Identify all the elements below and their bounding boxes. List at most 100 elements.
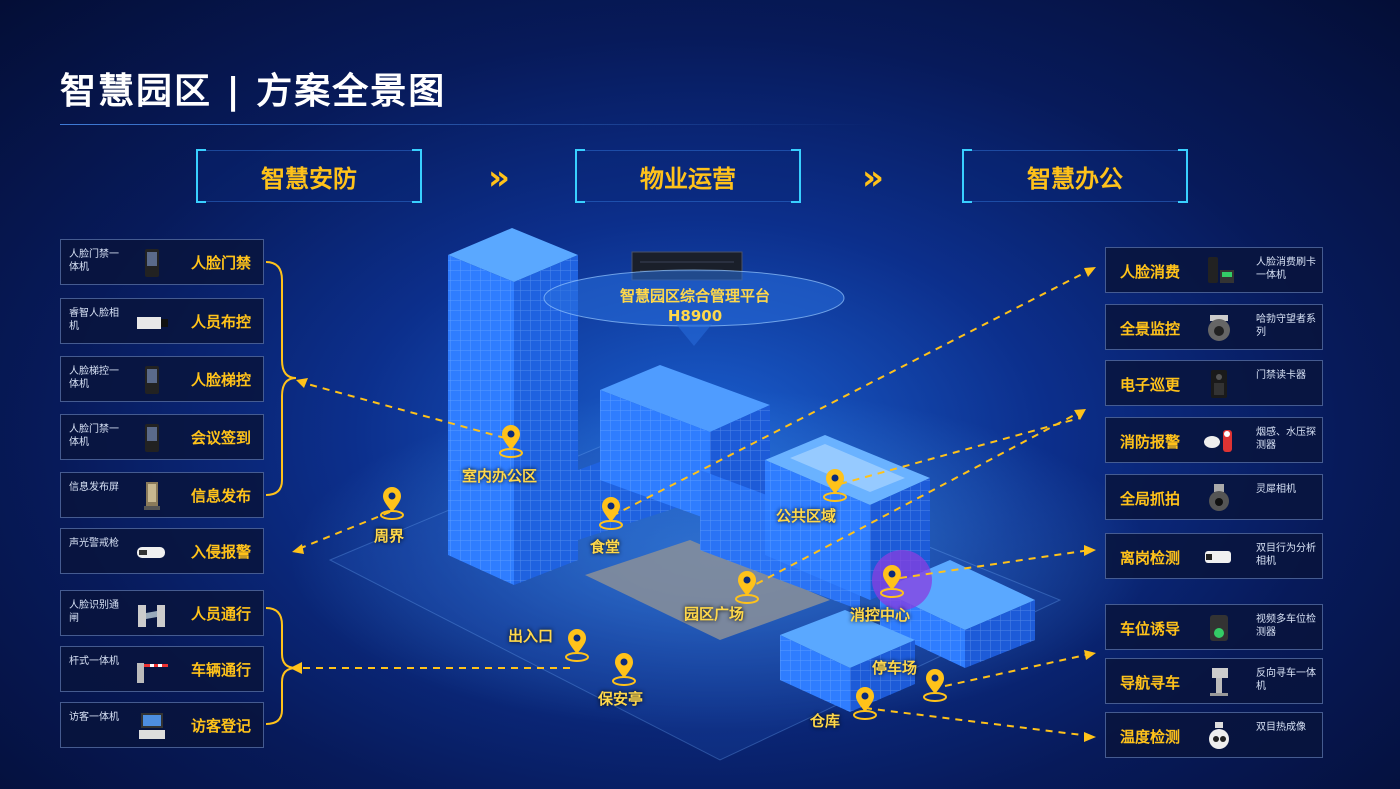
device-label: 访客一体机 (69, 712, 119, 723)
location-pin-icon[interactable] (850, 686, 880, 720)
device-label: 人脸门禁一体机 (69, 424, 119, 448)
kiosk-icon (1210, 668, 1228, 696)
right-item-fire-alarm[interactable]: 消防报警 烟感、水压探测器 (1105, 417, 1323, 463)
face-terminal-icon (145, 249, 159, 277)
ptz-camera-icon (1209, 484, 1229, 511)
item-name: 电子巡更 (1120, 376, 1181, 394)
barrier-gate-icon (137, 663, 168, 683)
item-name: 信息发布 (190, 487, 251, 505)
device-label: 人脸门禁一体机 (69, 249, 119, 273)
item-name: 入侵报警 (190, 543, 251, 561)
item-name: 人脸门禁 (190, 254, 251, 272)
place-parking: 停车场 (872, 659, 918, 677)
location-pin-icon[interactable] (496, 424, 526, 458)
right-item-face-payment[interactable]: 人脸消费 人脸消费刷卡一体机 (1105, 247, 1323, 293)
device-label: 信息发布屏 (69, 482, 119, 493)
device-label: 视频多车位检测器 (1256, 614, 1316, 638)
device-label: 门禁读卡器 (1256, 370, 1306, 381)
device-label: 人脸消费刷卡一体机 (1256, 257, 1316, 281)
left-item-vehicle-passage[interactable]: 杆式一体机 车辆通行 (60, 646, 264, 692)
item-name: 全局抓拍 (1120, 490, 1181, 508)
dome-camera-icon (1208, 315, 1230, 341)
place-warehouse: 仓库 (810, 712, 841, 730)
item-name: 会议签到 (190, 429, 251, 447)
location-pin-icon[interactable] (596, 496, 626, 530)
item-name: 人脸消费 (1120, 263, 1181, 281)
device-label: 烟感、水压探测器 (1256, 427, 1316, 451)
device-label: 哈勃守望者系列 (1256, 314, 1316, 338)
left-item-face-elevator[interactable]: 人脸梯控一体机 人脸梯控 (60, 356, 264, 402)
device-label: 灵犀相机 (1256, 484, 1296, 495)
right-item-car-finder[interactable]: 导航寻车 反向寻车一体机 (1105, 658, 1323, 704)
smoke-detector-icon (1204, 430, 1232, 452)
face-terminal-icon (145, 424, 159, 452)
platform-model: H8900 (667, 307, 723, 325)
place-plaza: 园区广场 (684, 605, 745, 623)
item-name: 导航寻车 (1120, 674, 1181, 692)
item-name: 车辆通行 (190, 661, 251, 679)
right-item-absence-detection[interactable]: 离岗检测 双目行为分析相机 (1105, 533, 1323, 579)
right-item-patrol[interactable]: 电子巡更 门禁读卡器 (1105, 360, 1323, 406)
place-fire-center: 消控中心 (850, 606, 911, 624)
left-item-info-release[interactable]: 信息发布屏 信息发布 (60, 472, 264, 518)
item-name: 离岗检测 (1120, 549, 1181, 567)
card-reader-icon (1211, 370, 1227, 398)
device-label: 声光警戒枪 (69, 538, 119, 549)
left-item-personnel-control[interactable]: 睿智人脸相机 人员布控 (60, 298, 264, 344)
stage-operations: 物业运营 (575, 149, 801, 203)
device-label: 双目行为分析相机 (1256, 543, 1316, 567)
right-item-temperature-detection[interactable]: 温度检测 双目热成像 (1105, 712, 1323, 758)
device-label: 人脸梯控一体机 (69, 366, 119, 390)
bullet-camera-icon (1205, 551, 1231, 563)
location-pin-icon[interactable] (609, 652, 639, 686)
device-label: 反向寻车一体机 (1256, 668, 1316, 692)
payment-terminal-icon (1208, 257, 1234, 283)
device-label: 人脸识别通闸 (69, 600, 119, 624)
item-name: 全景监控 (1120, 320, 1181, 338)
device-label: 睿智人脸相机 (69, 308, 119, 332)
camera-icon (137, 317, 168, 329)
location-pin-icon[interactable] (877, 564, 907, 598)
platform-name: 智慧园区综合管理平台 (619, 287, 770, 305)
display-kiosk-icon (144, 482, 160, 510)
device-label: 杆式一体机 (69, 656, 119, 667)
left-item-face-access[interactable]: 人脸门禁一体机 人脸门禁 (60, 239, 264, 285)
place-canteen: 食堂 (590, 538, 621, 556)
place-guard-booth: 保安亭 (598, 690, 644, 708)
place-perimeter: 周界 (374, 527, 405, 545)
location-pin-icon[interactable] (920, 668, 950, 702)
location-pin-icon[interactable] (562, 628, 592, 662)
place-office: 室内办公区 (462, 467, 538, 485)
title-divider (60, 124, 880, 125)
item-name: 访客登记 (190, 717, 251, 735)
thermal-camera-icon (1209, 722, 1229, 749)
alarm-camera-icon (137, 547, 165, 558)
left-item-meeting-checkin[interactable]: 人脸门禁一体机 会议签到 (60, 414, 264, 460)
right-item-panoramic-monitoring[interactable]: 全景监控 哈勃守望者系列 (1105, 304, 1323, 350)
left-item-intrusion-alarm[interactable]: 声光警戒枪 入侵报警 (60, 528, 264, 574)
office-tower (448, 228, 578, 585)
location-pin-icon[interactable] (732, 570, 762, 604)
stage-office: 智慧办公 (962, 149, 1188, 203)
right-item-global-capture[interactable]: 全局抓拍 灵犀相机 (1105, 474, 1323, 520)
parking-detector-icon (1210, 615, 1228, 641)
page-title: 智慧园区 | 方案全景图 (60, 71, 447, 112)
place-public-area: 公共区域 (776, 507, 837, 525)
item-name: 车位诱导 (1120, 620, 1181, 638)
device-label: 双目热成像 (1256, 722, 1306, 733)
item-name: 人脸梯控 (190, 371, 251, 389)
platform-label: 智慧园区综合管理平台 H8900 (560, 286, 830, 326)
stage-security: 智慧安防 (196, 149, 422, 203)
left-item-visitor-registration[interactable]: 访客一体机 访客登记 (60, 702, 264, 748)
turnstile-icon (138, 605, 165, 627)
item-name: 人员通行 (190, 605, 251, 623)
item-name: 人员布控 (190, 313, 251, 331)
left-item-personnel-passage[interactable]: 人脸识别通闸 人员通行 (60, 590, 264, 636)
location-pin-icon[interactable] (820, 468, 850, 502)
location-pin-icon[interactable] (377, 486, 407, 520)
place-entrance: 出入口 (508, 627, 554, 645)
right-item-parking-guidance[interactable]: 车位诱导 视频多车位检测器 (1105, 604, 1323, 650)
visitor-terminal-icon (139, 713, 165, 739)
item-name: 消防报警 (1120, 433, 1181, 451)
